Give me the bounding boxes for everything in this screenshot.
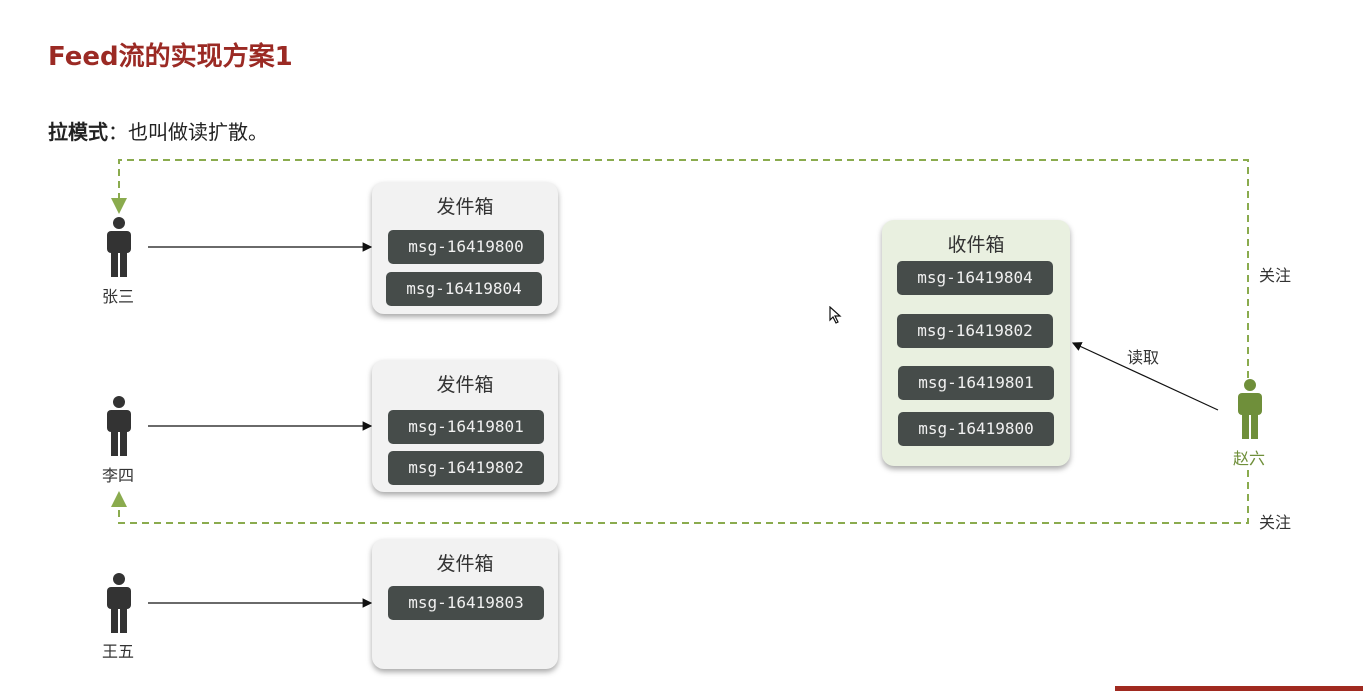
person-icon xyxy=(107,396,131,456)
reader-person-icon xyxy=(1238,379,1262,439)
bottom-accent-bar xyxy=(1115,686,1363,691)
outbox-title: 发件箱 xyxy=(436,553,494,575)
person-icon xyxy=(107,573,131,633)
follow-label-bottom: 关注 xyxy=(1259,513,1292,532)
user-label-zhangsan: 张三 xyxy=(101,287,134,306)
user-label-wangwu: 王五 xyxy=(101,642,134,661)
outbox-title: 发件箱 xyxy=(436,196,494,218)
message-item: msg-16419802 xyxy=(897,314,1053,348)
slide-subtitle: 拉模式：也叫做读扩散。 xyxy=(48,116,268,145)
outbox-1: 发件箱 msg-16419800 msg-16419804 xyxy=(372,182,558,314)
message-item: msg-16419800 xyxy=(388,230,544,264)
user-label-lisi: 李四 xyxy=(101,466,134,485)
subtitle-bold: 拉模式 xyxy=(48,120,108,144)
slide-title: Feed流的实现方案1 xyxy=(48,42,293,72)
inbox: 收件箱 msg-16419804 msg-16419802 msg-164198… xyxy=(882,220,1070,466)
outbox-title: 发件箱 xyxy=(436,374,494,396)
message-item: msg-16419800 xyxy=(898,412,1054,446)
read-label: 读取 xyxy=(1127,348,1160,367)
message-item: msg-16419802 xyxy=(388,451,544,485)
reader-label: 赵六 xyxy=(1232,449,1265,468)
message-item: msg-16419804 xyxy=(386,272,542,306)
follow-line-top xyxy=(111,159,1249,378)
person-icon xyxy=(107,217,131,277)
mouse-cursor-icon xyxy=(829,306,842,324)
message-item: msg-16419801 xyxy=(388,410,544,444)
subtitle-rest: ：也叫做读扩散。 xyxy=(108,120,268,144)
follow-line-bottom xyxy=(111,470,1249,524)
message-item: msg-16419801 xyxy=(898,366,1054,400)
follow-label-top: 关注 xyxy=(1259,266,1292,285)
inbox-title: 收件箱 xyxy=(947,234,1005,256)
outbox-3: 发件箱 msg-16419803 xyxy=(372,539,558,669)
message-item: msg-16419803 xyxy=(388,586,544,620)
outbox-2: 发件箱 msg-16419801 msg-16419802 xyxy=(372,360,558,492)
message-item: msg-16419804 xyxy=(897,261,1053,295)
read-arrow xyxy=(1071,342,1219,411)
